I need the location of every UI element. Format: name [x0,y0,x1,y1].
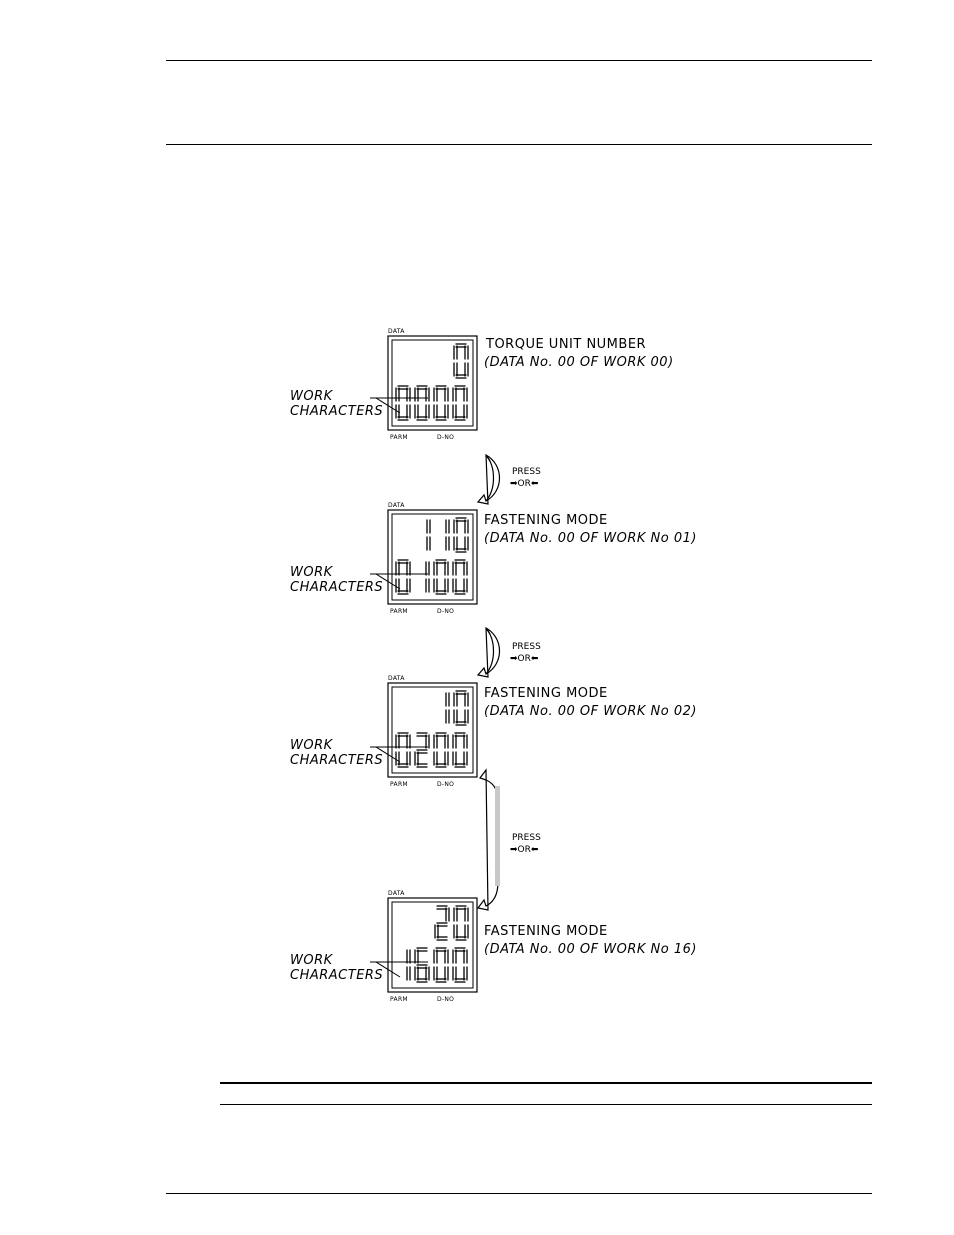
panel-title: FASTENING MODE [484,924,608,939]
top-digit [445,692,450,724]
work-digit [433,385,449,421]
footer-rule [166,1193,872,1194]
panel-footer-dno: D-NO [437,608,454,615]
transition-1: PRESS ➡OR⬅ [476,453,541,505]
display-panel-3: DATA PARM D-NO FASTENING MODE (DATA No. … [290,675,697,788]
press-label: PRESS [512,833,541,843]
work-digit [452,947,468,983]
panel-footer-dno: D-NO [437,434,454,441]
work-digit [425,561,430,593]
top-rule-1 [166,60,872,61]
work-digit [414,385,430,421]
callout-characters: CHARACTERS [290,404,383,419]
bottom-work-digits [395,559,468,595]
panel-title: FASTENING MODE [484,513,608,528]
panel-footer-parm: PARM [390,781,408,788]
panel-footer-dno: D-NO [437,996,454,1003]
top-value-digits [453,343,469,379]
top-value-digits [445,690,469,726]
callout-characters: CHARACTERS [290,580,383,595]
bottom-rule-thin [220,1104,872,1105]
panel-subtitle: (DATA No. 00 OF WORK No 01) [484,531,697,546]
panel-title: FASTENING MODE [484,686,608,701]
display-panel-2: DATA PARM D-NO FASTENING MODE (DATA No. … [290,502,697,615]
panel-header: DATA [388,890,405,897]
work-digit [452,385,468,421]
top-digit [453,690,469,726]
work-digit [414,732,430,768]
callout-characters: CHARACTERS [290,753,383,768]
work-digit [406,949,411,981]
top-digit [445,519,450,551]
top-digit [426,519,431,551]
bottom-work-digits [406,947,468,983]
display-panel-4: DATA PARM D-NO FASTENING MODE (DATA No. … [290,890,697,1003]
panel-footer-dno: D-NO [437,781,454,788]
callout-work: WORK [290,389,334,404]
work-digit [452,559,468,595]
press-keys: ➡OR⬅ [510,479,539,489]
work-digit [433,947,449,983]
transition-3: PRESS ➡OR⬅ [476,768,541,911]
panel-subtitle: (DATA No. 00 OF WORK 00) [484,355,674,370]
display-panel-1: DATA PARM D-NO TORQUE UNIT NUMBER (DATA … [290,328,674,441]
top-value-digits [426,517,469,553]
work-digit [395,385,411,421]
top-value-digits [434,905,469,941]
panel-subtitle: (DATA No. 00 OF WORK No 16) [484,942,697,957]
panel-header: DATA [388,675,405,682]
press-label: PRESS [512,467,541,477]
panel-subtitle: (DATA No. 00 OF WORK No 02) [484,704,697,719]
top-digit [453,905,469,941]
press-label: PRESS [512,642,541,652]
work-digit [433,732,449,768]
panel-footer-parm: PARM [390,996,408,1003]
callout-characters: CHARACTERS [290,968,383,983]
top-digit [453,343,469,379]
top-digit [453,517,469,553]
work-digit [395,732,411,768]
bottom-work-digits [395,732,468,768]
work-digit [452,732,468,768]
work-digit [395,559,411,595]
bottom-rule-thick [220,1082,872,1084]
callout-work: WORK [290,953,334,968]
panel-footer-parm: PARM [390,608,408,615]
bottom-work-digits [395,385,468,421]
press-keys: ➡OR⬅ [510,845,539,855]
press-keys: ➡OR⬅ [510,654,539,664]
work-digit [433,559,449,595]
panel-header: DATA [388,502,405,509]
panel-footer-parm: PARM [390,434,408,441]
work-digit [414,947,430,983]
callout-work: WORK [290,565,334,580]
callout-work: WORK [290,738,334,753]
top-digit [434,905,450,941]
panel-header: DATA [388,328,405,335]
transition-2: PRESS ➡OR⬅ [476,626,541,678]
top-rule-2 [166,144,872,145]
panel-title: TORQUE UNIT NUMBER [485,337,646,352]
